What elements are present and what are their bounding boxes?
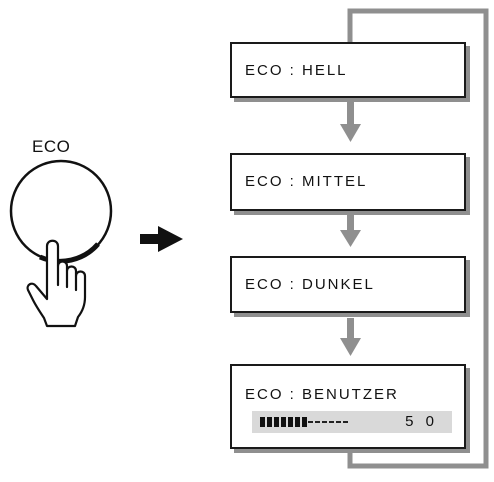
mode-box-mittel: ECO : MITTEL [230,153,466,211]
loop-arrow-icon [347,8,489,469]
right-arrow-icon [140,226,183,252]
mode-box-benutzer: ECO : BENUTZER 5 0 [230,364,466,449]
mode-box-dunkel: ECO : DUNKEL [230,256,466,313]
mode-label: ECO : HELL [245,62,348,79]
mode-label: ECO : DUNKEL [245,276,375,293]
down-arrow-icon [340,318,361,356]
eco-button-icon [9,159,113,264]
down-arrow-icon [340,102,361,142]
eco-button-label: ECO [32,137,71,156]
mode-label: ECO : MITTEL [245,173,368,190]
slider-fill [260,417,308,427]
mode-box-hell: ECO : HELL [230,42,466,98]
mode-label: ECO : BENUTZER [245,386,399,403]
brightness-slider: 5 0 [252,411,452,433]
slider-remaining [308,421,350,423]
hand-press-icon [26,239,87,328]
slider-value: 5 0 [405,413,438,430]
down-arrow-icon [340,214,361,247]
